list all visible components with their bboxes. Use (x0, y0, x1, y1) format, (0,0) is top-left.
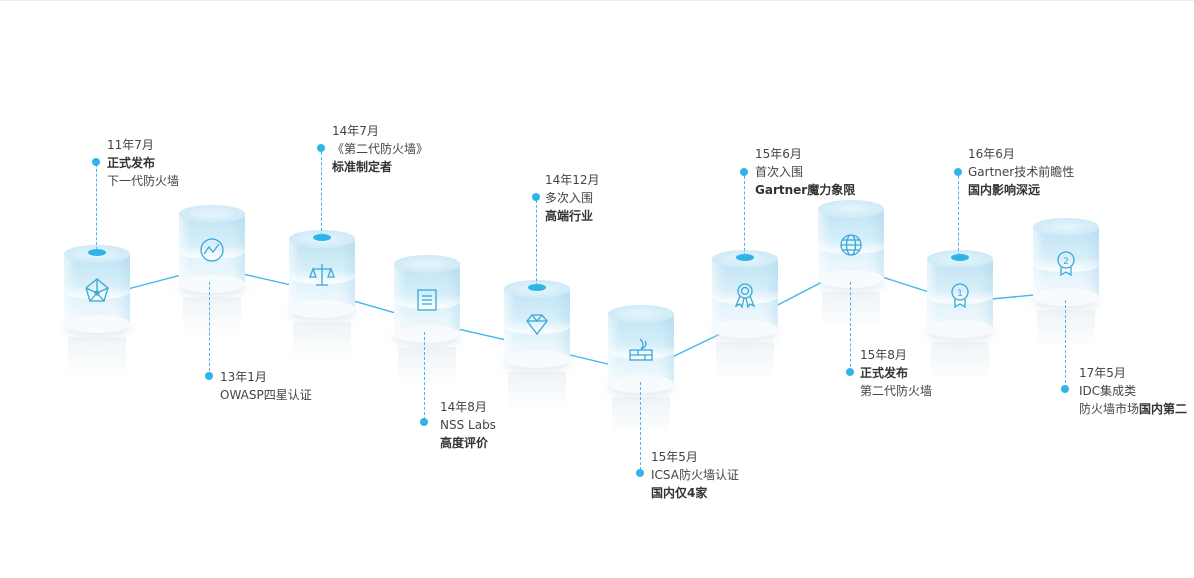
milestone-cylinder-2 (179, 205, 245, 337)
diamond-icon (522, 310, 552, 340)
milestone-cylinder-4 (394, 255, 460, 387)
award-ribbon-icon (730, 280, 760, 310)
top-divider (0, 0, 1194, 1)
milestone-dot (420, 418, 428, 426)
milestone-dot (954, 168, 962, 176)
milestone-dot (636, 469, 644, 477)
milestone-dot (317, 144, 325, 152)
milestone-dot (532, 193, 540, 201)
milestone-cylinder-7 (712, 250, 778, 382)
milestone-cylinder-6 (608, 305, 674, 437)
network-icon (82, 275, 112, 305)
milestone-cylinder-10: 2 (1033, 218, 1099, 350)
svg-text:1: 1 (957, 289, 963, 299)
document-icon (412, 285, 442, 315)
milestone-dot (846, 368, 854, 376)
pin-marker (736, 254, 754, 261)
milestone-cylinder-5 (504, 280, 570, 412)
milestone-dot (92, 158, 100, 166)
pin-marker (951, 254, 969, 261)
pin-marker (528, 284, 546, 291)
firewall-icon (626, 335, 656, 365)
globe-icon (836, 230, 866, 260)
milestone-dot (1061, 385, 1069, 393)
milestone-cylinder-8 (818, 200, 884, 332)
pin-marker (88, 249, 106, 256)
milestone-cylinder-3 (289, 230, 355, 362)
milestone-dot (205, 372, 213, 380)
scale-icon (307, 260, 337, 290)
pin-marker (313, 234, 331, 241)
trend-icon (197, 235, 227, 265)
medal-two-icon: 2 (1051, 248, 1081, 278)
milestone-cylinder-9: 1 (927, 250, 993, 382)
svg-text:2: 2 (1063, 257, 1069, 267)
milestone-dot (740, 168, 748, 176)
medal-one-icon: 1 (945, 280, 975, 310)
milestone-cylinder-1 (64, 245, 130, 377)
